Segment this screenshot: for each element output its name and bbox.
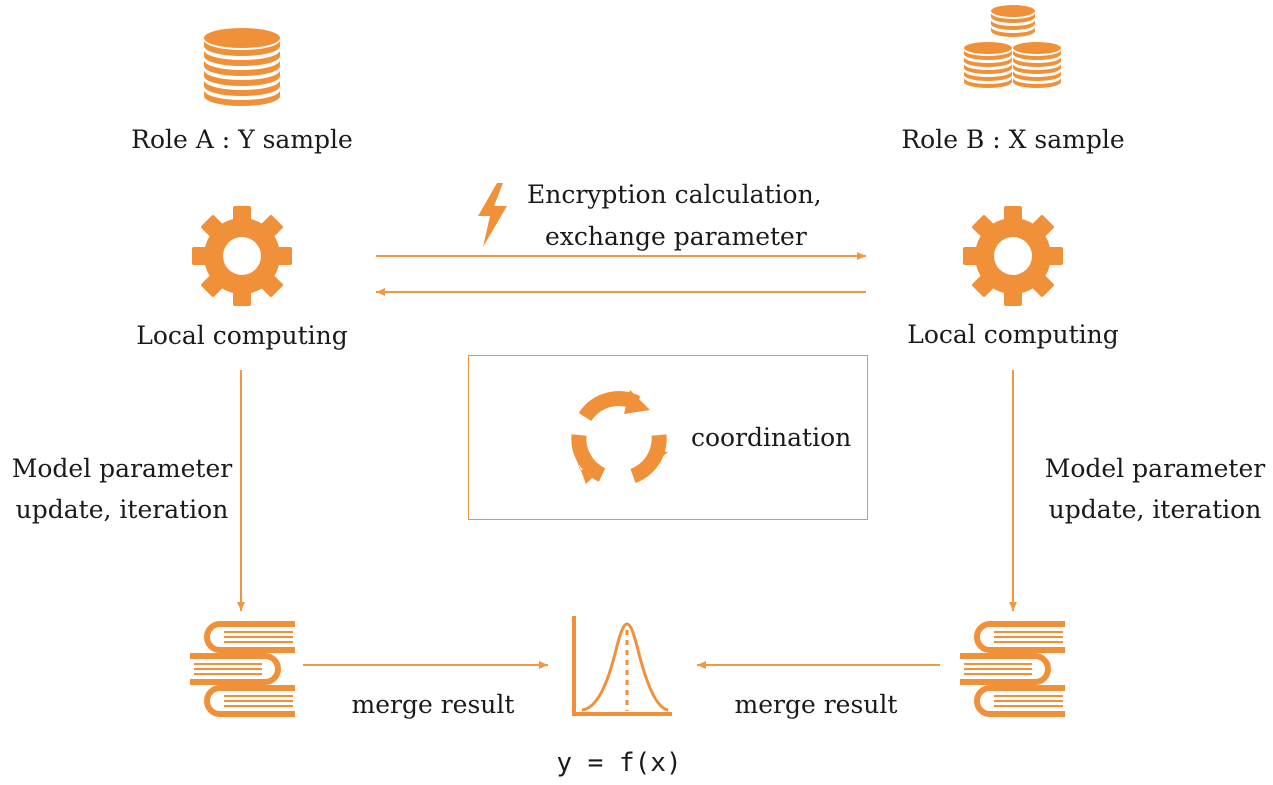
coordination-label: coordination bbox=[691, 423, 852, 452]
refresh-arrowheads bbox=[574, 390, 668, 484]
database-stack-icon bbox=[204, 28, 280, 106]
distributed-database-icon bbox=[964, 5, 1061, 88]
merge-label-a: merge result bbox=[351, 690, 515, 719]
role-b-computing-label: Local computing bbox=[907, 320, 1119, 349]
distribution-curve-icon bbox=[572, 616, 672, 716]
gear-icon bbox=[963, 206, 1063, 306]
lightning-bolt-icon bbox=[478, 183, 507, 247]
role-a-computing-label: Local computing bbox=[136, 321, 348, 350]
gear-icon bbox=[192, 206, 292, 306]
role-a-update-line1: Model parameter bbox=[11, 454, 233, 483]
role-a-title: Role A : Y sample bbox=[131, 125, 353, 154]
coordination-box bbox=[468, 355, 868, 520]
exchange-label-line2: exchange parameter bbox=[545, 222, 807, 251]
book-stack-icon bbox=[960, 621, 1065, 717]
book-stack-icon bbox=[190, 621, 295, 717]
role-b-update-line2: update, iteration bbox=[1048, 495, 1262, 524]
exchange-label-line1: Encryption calculation, bbox=[527, 180, 822, 209]
role-b-title: Role B : X sample bbox=[901, 125, 1125, 154]
merge-label-b: merge result bbox=[734, 690, 898, 719]
role-b-update-line1: Model parameter bbox=[1044, 454, 1266, 483]
result-formula: y = f(x) bbox=[556, 748, 682, 778]
role-a-update-line2: update, iteration bbox=[15, 495, 229, 524]
